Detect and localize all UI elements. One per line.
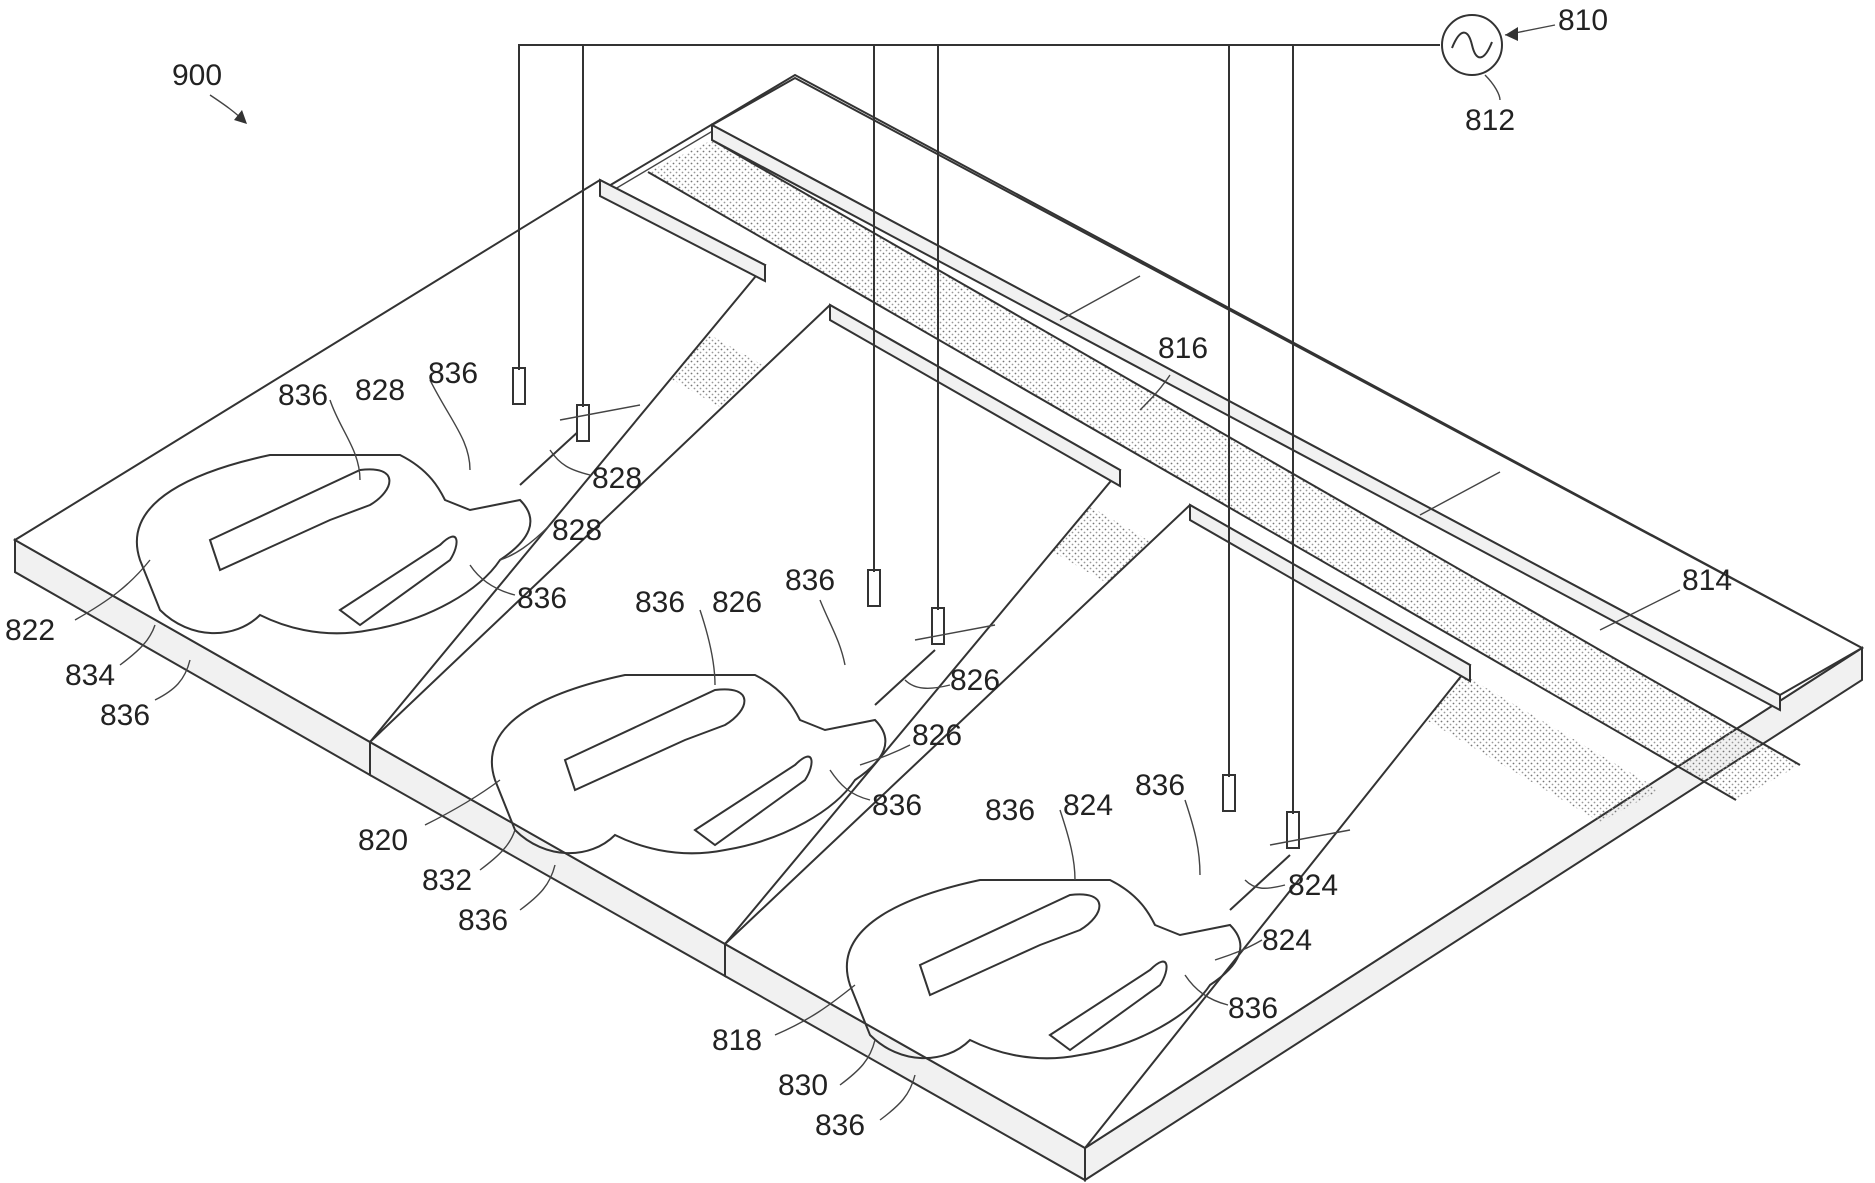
label-828-b: 828	[592, 462, 642, 495]
label-828-a: 828	[355, 374, 405, 407]
label-836-g: 836	[872, 789, 922, 822]
label-828-c: 828	[552, 514, 602, 547]
label-824-a: 824	[1063, 789, 1113, 822]
label-836-c: 836	[517, 582, 567, 615]
label-826-b: 826	[950, 664, 1000, 697]
label-832: 832	[422, 864, 472, 897]
label-836-j: 836	[985, 794, 1035, 827]
label-814: 814	[1682, 564, 1732, 597]
label-818: 818	[712, 1024, 762, 1057]
label-826-a: 826	[712, 586, 762, 619]
label-824-b: 824	[1288, 869, 1338, 902]
label-source: 810	[1558, 4, 1608, 37]
label-830: 830	[778, 1069, 828, 1102]
label-836-l: 836	[815, 1109, 865, 1142]
label-generator: 812	[1465, 104, 1515, 137]
label-836-a: 836	[428, 357, 478, 390]
label-836-b: 836	[278, 379, 328, 412]
label-834: 834	[65, 659, 115, 692]
label-822: 822	[5, 614, 55, 647]
label-fig: 900	[172, 59, 222, 92]
label-836-d: 836	[100, 699, 150, 732]
label-836-f: 836	[635, 586, 685, 619]
label-824-c: 824	[1262, 924, 1312, 957]
label-836-h: 836	[458, 904, 508, 937]
label-826-c: 826	[912, 719, 962, 752]
label-836-k: 836	[1228, 992, 1278, 1025]
label-820: 820	[358, 824, 408, 857]
label-836-i: 836	[1135, 769, 1185, 802]
label-836-e: 836	[785, 564, 835, 597]
label-816: 816	[1158, 332, 1208, 365]
ac-generator-symbol	[1442, 15, 1502, 75]
